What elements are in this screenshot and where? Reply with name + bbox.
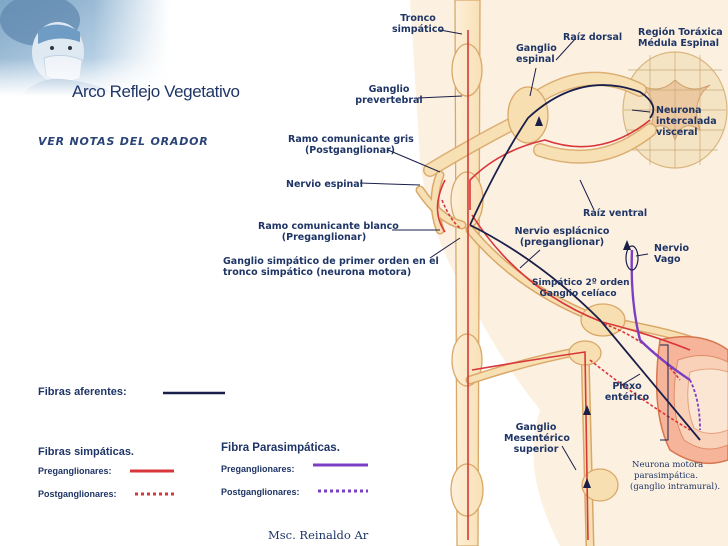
legend-sympathetic: Fibras simpáticas. bbox=[38, 446, 134, 458]
legend-parasympathetic: Fibra Parasimpáticas. bbox=[221, 442, 340, 454]
label-neurona-motora: Neurona motora parasimpática. (ganglio i… bbox=[630, 460, 721, 492]
legend-afferent: Fibras aferentes: bbox=[38, 386, 127, 398]
label-ramo-blanco: Ramo comunicante blanco(Preganglionar) bbox=[258, 221, 399, 243]
label-raiz-ventral: Raíz ventral bbox=[583, 208, 648, 219]
label-raiz-dorsal: Raíz dorsal bbox=[563, 32, 623, 43]
legend-para-post: Postganglionares: bbox=[221, 487, 300, 497]
label-ramo-gris: Ramo comunicante gris(Postganglionar) bbox=[288, 134, 414, 156]
label-nervio-espinal: Nervio espinal bbox=[286, 179, 363, 190]
legend-sym-post: Postganglionares: bbox=[38, 489, 117, 499]
legend-para-pre: Preganglionares: bbox=[221, 464, 295, 474]
label-nervio-esplacnico: Nervio esplácnico(preganglionar) bbox=[514, 226, 610, 248]
speaker-notes-label: VER NOTAS DEL ORADOR bbox=[38, 135, 209, 148]
page-title: Arco Reflejo Vegetativo bbox=[72, 82, 240, 101]
legend-sym-pre: Preganglionares: bbox=[38, 466, 112, 476]
footer-author: Msc. Reinaldo Ar bbox=[268, 528, 369, 542]
surgeon-photo bbox=[0, 0, 170, 96]
